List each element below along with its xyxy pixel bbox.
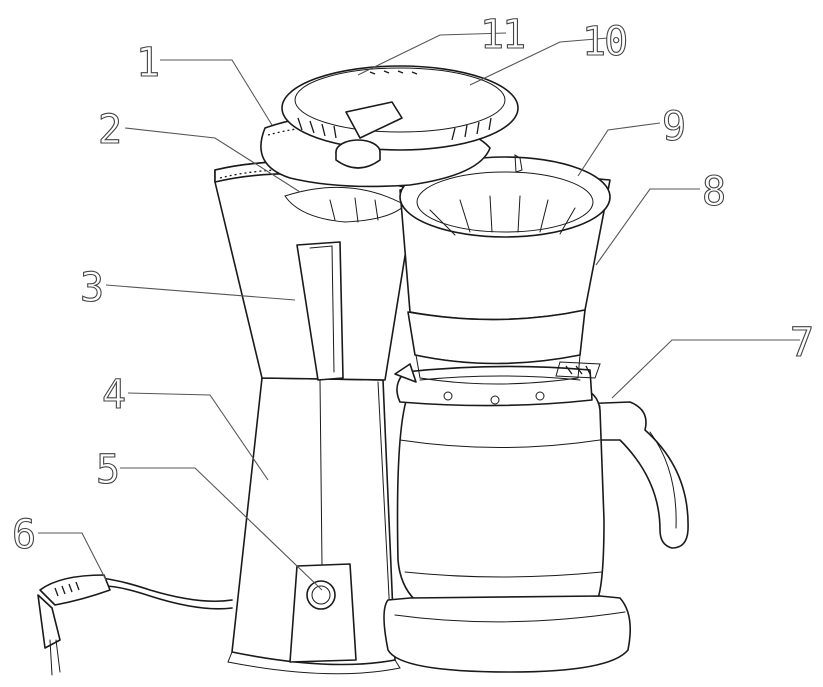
callout-4: 4 [102,372,125,418]
callout-labels: 1 2 3 4 5 6 7 8 9 10 11 [11,11,814,558]
leader-lines [38,32,800,591]
power-switch[interactable] [306,580,336,610]
callout-9: 9 [662,104,684,150]
carafe-handle[interactable] [577,401,689,549]
callout-7: 7 [790,320,812,366]
swing-arm [335,101,403,169]
callout-6: 6 [12,512,34,558]
main-body [227,377,401,675]
callout-11: 11 [480,12,524,58]
callout-5: 5 [96,447,118,493]
power-plug [39,574,111,606]
warming-plate-base [383,595,631,673]
power-cord [37,574,233,676]
callout-8: 8 [702,169,724,215]
callout-2: 2 [98,107,120,153]
internal-tube [319,379,323,566]
callout-1: 1 [136,40,158,86]
callout-3: 3 [80,265,102,311]
water-level-window [296,241,344,381]
power-switch-panel [289,563,357,663]
carafe [394,363,689,601]
filter-basket [399,154,611,238]
callout-10: 10 [582,19,626,65]
shower-head-cover[interactable] [281,65,519,151]
